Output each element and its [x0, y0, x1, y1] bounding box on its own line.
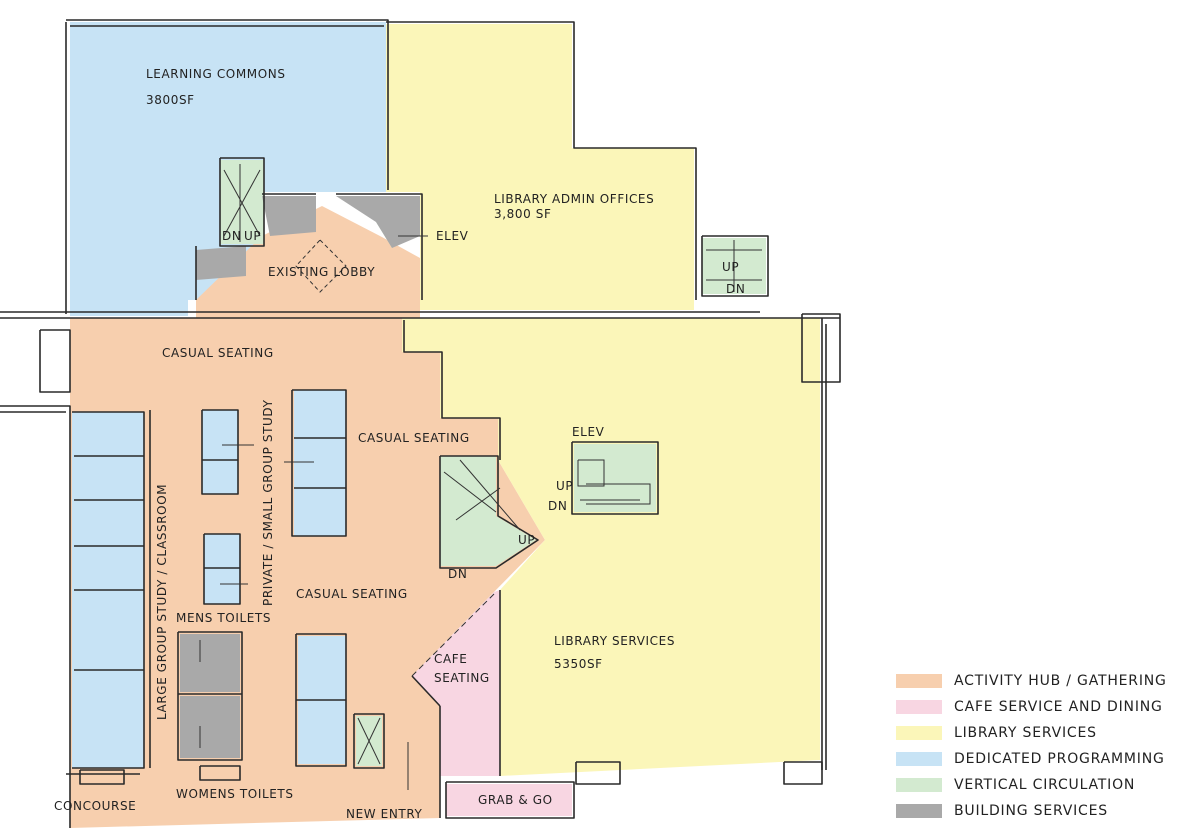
- legend-swatch: [896, 752, 942, 766]
- walls: [0, 19, 841, 828]
- label-library-services: LIBRARY SERVICES: [554, 634, 675, 648]
- label-casual-seating-2: CASUAL SEATING: [358, 431, 470, 445]
- legend-label: VERTICAL CIRCULATION: [954, 777, 1136, 793]
- label-large-group: LARGE GROUP STUDY / CLASSROOM: [155, 484, 169, 720]
- label-seating: SEATING: [434, 671, 490, 685]
- room-womens-toilets: [180, 696, 240, 758]
- legend-label: LIBRARY SERVICES: [954, 725, 1097, 741]
- label-dn-center: DN: [548, 499, 567, 513]
- services-lobby-lower: [196, 246, 246, 280]
- stair-ramp: [440, 456, 536, 566]
- legend-label: ACTIVITY HUB / GATHERING: [954, 673, 1167, 689]
- zone-cafe-seating: [412, 590, 500, 776]
- legend-swatch: [896, 726, 942, 740]
- label-casual-seating-3: CASUAL SEATING: [296, 587, 408, 601]
- label-up-right-stair: UP: [722, 260, 739, 274]
- legend-item: DEDICATED PROGRAMMING: [896, 746, 1196, 772]
- legend-label: DEDICATED PROGRAMMING: [954, 751, 1165, 767]
- room-mens-toilets: [180, 634, 240, 692]
- zone-library-services: [402, 318, 820, 776]
- label-elev-top: ELEV: [436, 229, 469, 243]
- elev-center: [574, 444, 656, 512]
- label-library-admin: LIBRARY ADMIN OFFICES: [494, 192, 654, 206]
- legend-label: BUILDING SERVICES: [954, 803, 1108, 819]
- label-up-ramp: UP: [518, 533, 535, 547]
- label-dn-ramp: DN: [448, 567, 467, 581]
- label-up-center: UP: [556, 479, 573, 493]
- label-library-admin-area: 3,800 SF: [494, 207, 552, 221]
- label-private-small-group: PRIVATE / SMALL GROUP STUDY: [261, 399, 275, 606]
- legend: ACTIVITY HUB / GATHERING CAFE SERVICE AN…: [896, 668, 1196, 824]
- legend-swatch: [896, 700, 942, 714]
- room-small-group-b: [294, 390, 346, 536]
- legend-swatch: [896, 674, 942, 688]
- label-existing-lobby: EXISTING LOBBY: [268, 265, 375, 279]
- label-cafe: CAFE: [434, 652, 467, 666]
- label-up-left: UP: [244, 229, 261, 243]
- label-new-entry: NEW ENTRY: [346, 807, 422, 821]
- room-small-group-a: [202, 410, 238, 494]
- services-lobby-right: [336, 196, 420, 248]
- label-womens-toilets: WOMENS TOILETS: [176, 787, 294, 801]
- label-grab-go: GRAB & GO: [478, 793, 553, 807]
- legend-swatch: [896, 778, 942, 792]
- legend-item: BUILDING SERVICES: [896, 798, 1196, 824]
- zone-existing-lobby: [196, 206, 420, 318]
- legend-item: ACTIVITY HUB / GATHERING: [896, 668, 1196, 694]
- legend-item: CAFE SERVICE AND DINING: [896, 694, 1196, 720]
- zone-library-admin: [386, 24, 694, 310]
- label-learning-commons-area: 3800SF: [146, 93, 195, 107]
- legend-item: VERTICAL CIRCULATION: [896, 772, 1196, 798]
- label-dn-left: DN: [222, 229, 241, 243]
- legend-swatch: [896, 804, 942, 818]
- label-mens-toilets: MENS TOILETS: [176, 611, 271, 625]
- label-library-services-area: 5350SF: [554, 657, 603, 671]
- label-concourse: CONCOURSE: [54, 799, 136, 813]
- label-elev-center: ELEV: [572, 425, 605, 439]
- zone-grab-go: [446, 784, 572, 816]
- label-dn-right-stair: DN: [726, 282, 745, 296]
- legend-label: CAFE SERVICE AND DINING: [954, 699, 1163, 715]
- room-small-group-c: [204, 534, 240, 604]
- services-lobby-left: [262, 196, 316, 236]
- legend-item: LIBRARY SERVICES: [896, 720, 1196, 746]
- linework-detail: [199, 164, 762, 790]
- label-learning-commons: LEARNING COMMONS: [146, 67, 286, 81]
- label-casual-seating-1: CASUAL SEATING: [162, 346, 274, 360]
